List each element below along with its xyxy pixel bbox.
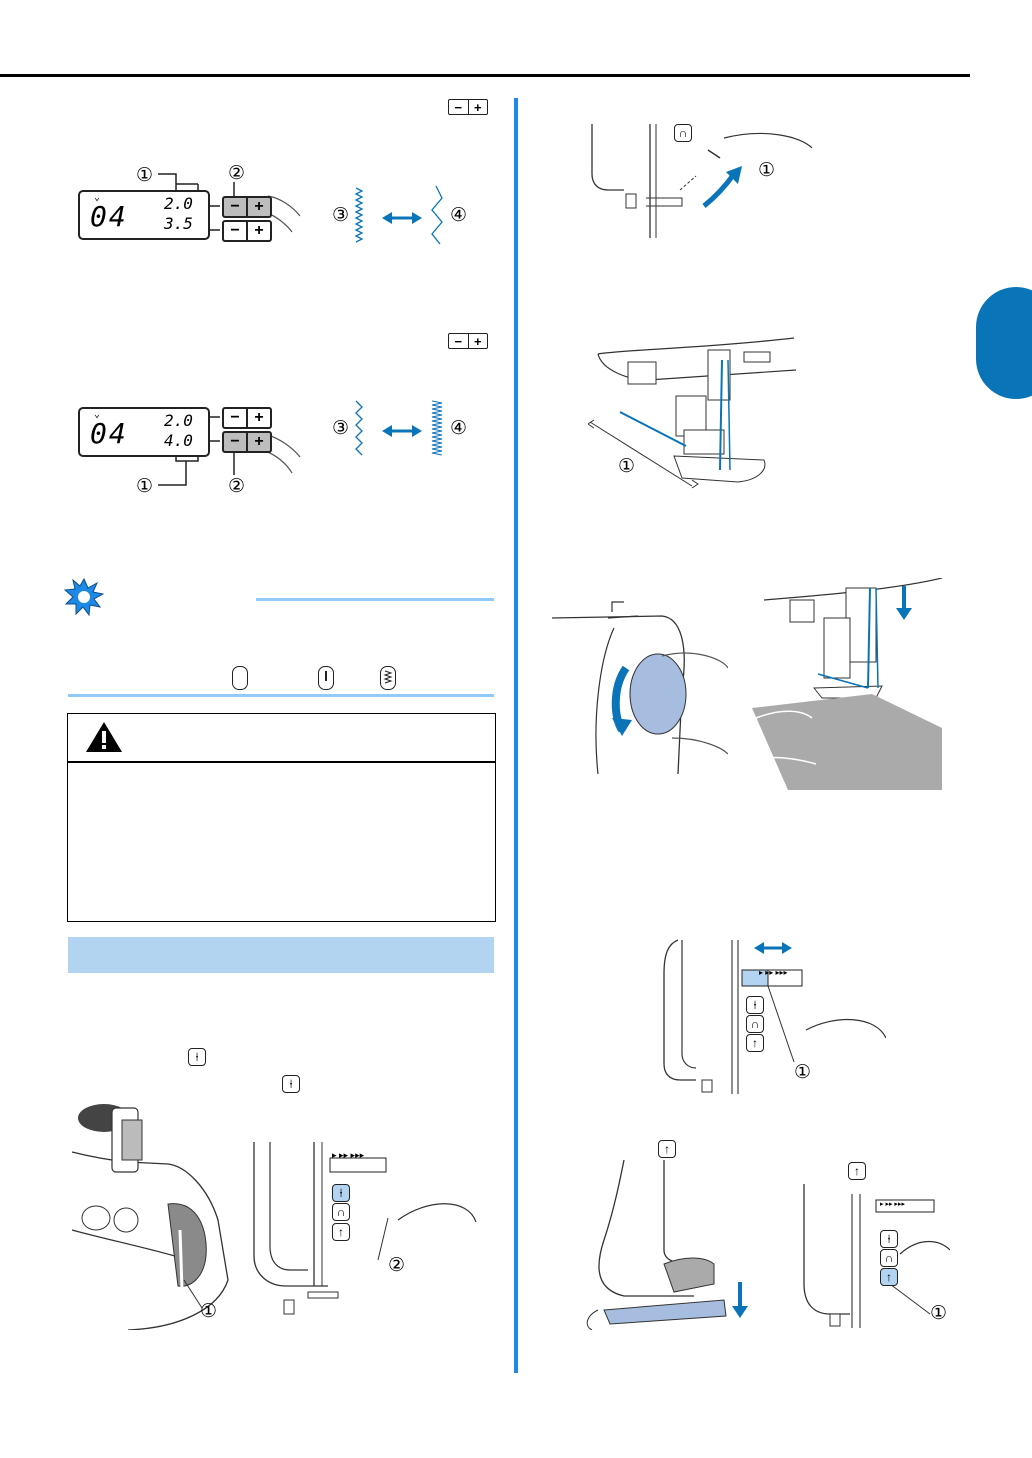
top-rule xyxy=(0,74,970,77)
callout-2c: ② xyxy=(388,1254,406,1276)
warning-box xyxy=(67,713,496,922)
callout-4b: ④ xyxy=(450,417,468,439)
lcd-width-value: 2.0 xyxy=(164,194,193,213)
figure-foot-controller xyxy=(586,1160,748,1330)
callout-1: ① xyxy=(136,164,154,186)
note-burst-icon xyxy=(64,578,104,616)
warning-header-rule xyxy=(67,761,495,763)
lcd-width-value-2: 2.0 xyxy=(164,411,193,430)
needle-position-button-2[interactable]: ⍿ xyxy=(746,996,764,1014)
callout-1g: ① xyxy=(930,1302,948,1324)
length-adjust-button-2[interactable]: −+ xyxy=(222,431,272,453)
width-adjust-button-2[interactable]: −+ xyxy=(222,407,272,429)
needle-position-button-3[interactable]: ⍿ xyxy=(880,1230,898,1248)
start-stop-button-3[interactable]: ↑ xyxy=(880,1268,898,1286)
note-header-rule xyxy=(256,598,494,601)
column-divider xyxy=(514,98,518,1373)
callout-3b: ③ xyxy=(332,417,350,439)
plus-minus-key-icon: −+ xyxy=(448,99,488,115)
figure-presser-foot-lever xyxy=(591,124,813,238)
section-heading-bar xyxy=(68,937,494,973)
start-stop-button-icon: ↑ xyxy=(658,1140,676,1158)
figure-stitch-width: ① ② ③ ④ ⌄ 04 2.0 3.5 −+ −+ xyxy=(70,158,490,258)
stitch-plate-a-icon xyxy=(232,666,248,690)
needle-position-button[interactable]: ⍿ xyxy=(332,1184,350,1202)
lcd-pattern-number: 04 xyxy=(90,200,128,233)
callout-1b: ① xyxy=(136,475,154,497)
speed-marks-2: ▸ ▸▸ ▸▸▸ xyxy=(759,968,788,977)
callout-2b: ② xyxy=(228,475,246,497)
chapter-tab xyxy=(976,287,1032,399)
lcd-length-value-2: 4.0 xyxy=(164,431,193,450)
figure-start-stop-panel xyxy=(803,1184,950,1328)
stitch-plate-b-icon xyxy=(318,666,334,690)
start-stop-button[interactable]: ↑ xyxy=(332,1223,350,1241)
lcd-pattern-number-2: 04 xyxy=(90,417,128,450)
reverse-stitch-button-3[interactable]: ∩ xyxy=(880,1249,898,1267)
figure-thread-guide xyxy=(71,1104,229,1330)
speed-marks: ▸ ▸▸ ▸▸▸ xyxy=(332,1150,365,1160)
start-stop-button-callout-icon: ↑ xyxy=(848,1162,866,1180)
note-bottom-rule xyxy=(68,694,494,697)
reverse-stitch-button[interactable]: ∩ xyxy=(332,1203,350,1221)
needle-position-button-icon-2: ⍿ xyxy=(282,1075,300,1093)
lcd-length-value: 3.5 xyxy=(164,214,193,233)
plus-minus-key-icon-2: −+ xyxy=(448,333,488,349)
figure-button-panel xyxy=(253,1142,477,1315)
stitch-plate-c-icon xyxy=(380,666,396,690)
warning-triangle-icon xyxy=(86,722,122,752)
callout-1f: ① xyxy=(794,1061,812,1083)
callout-1e: ① xyxy=(618,455,636,477)
callout-1d: ① xyxy=(758,159,776,181)
figure-fabric-under-needle xyxy=(752,578,942,790)
callout-2: ② xyxy=(228,162,246,184)
figure-stitch-length: ① ② ③ ④ ⌄ 04 2.0 4.0 −+ −+ xyxy=(70,395,490,497)
lcd-display-2: ⌄ 04 2.0 4.0 xyxy=(78,407,210,457)
length-adjust-button[interactable]: −+ xyxy=(222,220,272,242)
width-adjust-button[interactable]: −+ xyxy=(222,196,272,218)
figure-speed-slider xyxy=(663,939,886,1094)
figure-handwheel xyxy=(552,601,728,774)
callout-4: ④ xyxy=(450,204,468,226)
figure-presser-foot xyxy=(588,337,797,489)
callout-3: ③ xyxy=(332,204,350,226)
lcd-display: ⌄ 04 2.0 3.5 xyxy=(78,190,210,240)
reverse-stitch-icon-top: ∩ xyxy=(674,124,692,142)
needle-position-button-icon: ⍿ xyxy=(188,1048,206,1066)
reverse-stitch-button-2[interactable]: ∩ xyxy=(746,1015,764,1033)
speed-marks-3: ▸ ▸▸ ▸▸▸ xyxy=(880,1201,905,1208)
start-stop-button-2[interactable]: ↑ xyxy=(746,1034,764,1052)
figure-stitch-width-lines xyxy=(158,173,443,245)
callout-1c: ① xyxy=(200,1300,218,1322)
